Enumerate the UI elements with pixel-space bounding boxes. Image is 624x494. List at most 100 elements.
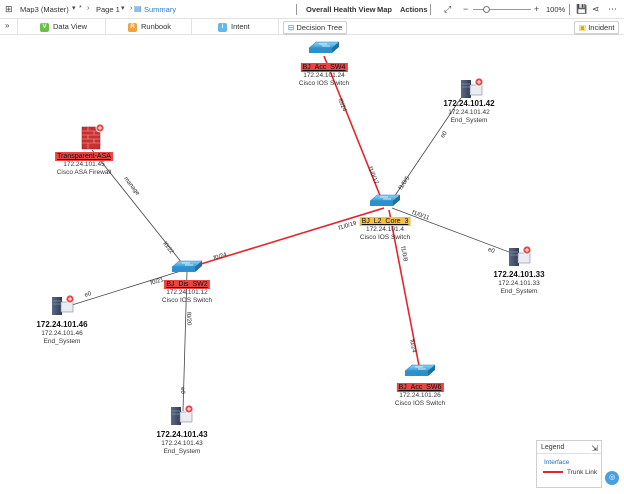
collapse-icon[interactable]: » — [5, 21, 10, 30]
end-system-icon[interactable] — [52, 294, 75, 315]
decision-tree-icon: ⊟ — [288, 23, 295, 32]
device-ip: 172.24.101.43 — [161, 440, 203, 447]
node-bj-dis-sw2[interactable]: BJ_Dis_SW2 172.24.101.12 Cisco IOS Switc… — [162, 280, 212, 305]
tab-label: Intent — [231, 22, 250, 31]
tab-data-view[interactable]: V Data View — [40, 20, 87, 33]
link-core-es33[interactable] — [391, 207, 518, 256]
node-es-43[interactable]: 172.24.101.43 172.24.101.43 End_System — [156, 430, 207, 456]
switch-icon[interactable] — [308, 41, 340, 53]
map-icon[interactable]: ⊞ — [5, 4, 13, 14]
node-es-42[interactable]: 172.24.101.42 172.24.101.42 End_System — [443, 99, 494, 125]
incident-label: Incident — [588, 23, 615, 32]
top-toolbar: ⊞ Map3 (Master) ▾ * › Page 1 ▾ › ▤ Summa… — [0, 0, 624, 19]
chevron-down-icon[interactable]: ▾ — [121, 5, 125, 12]
zoom-slider-track[interactable] — [473, 9, 531, 10]
map-menu[interactable]: Map — [377, 5, 392, 14]
link-dis-es43[interactable] — [182, 271, 188, 412]
device-type: Cisco IOS Switch — [298, 80, 350, 87]
link-es42-core[interactable] — [389, 97, 462, 204]
node-bj-acc-sw6[interactable]: BJ_Acc_SW6 172.24.101.26 Cisco IOS Switc… — [395, 383, 445, 408]
device-name[interactable]: 172.24.101.33 — [493, 270, 545, 279]
share-icon[interactable]: ⋖ — [592, 4, 600, 14]
device-type: End_System — [163, 448, 201, 455]
decision-tree-label: Decision Tree — [296, 23, 343, 32]
device-name[interactable]: 172.24.101.46 — [36, 320, 88, 329]
device-name[interactable]: BJ_Acc_SW6 — [396, 383, 444, 392]
tab-runbook[interactable]: R Runbook — [128, 20, 171, 33]
device-ip: 172.24.101.46 — [41, 330, 83, 337]
zoom-out-icon[interactable]: − — [463, 4, 469, 14]
actions-menu[interactable]: Actions — [400, 5, 428, 14]
switch-icon[interactable] — [369, 194, 401, 206]
tab-label: Data View — [53, 22, 88, 31]
node-transparent-asa[interactable]: Transparent-ASA 172.24.101.45 Cisco ASA … — [55, 152, 113, 177]
device-name[interactable]: BJ_L2_Core_3 — [359, 217, 411, 226]
device-type: End_System — [43, 338, 81, 345]
fit-view-icon[interactable]: ⤢ — [444, 4, 452, 14]
tab-label: Runbook — [141, 22, 172, 31]
device-type: Cisco ASA Firewall — [56, 169, 112, 176]
link-core-acc6[interactable] — [388, 209, 421, 372]
page-selector[interactable]: Page 1 — [96, 5, 120, 14]
node-es-46[interactable]: 172.24.101.46 172.24.101.46 End_System — [36, 320, 87, 346]
legend-section: Interface — [544, 459, 570, 466]
firewall-icon[interactable] — [81, 123, 105, 150]
more-icon[interactable]: ⋯ — [608, 4, 617, 14]
tab-divider — [105, 19, 106, 35]
zoom-level: 100% — [546, 5, 566, 14]
link-acc4-core[interactable] — [323, 55, 384, 204]
device-ip: 172.24.101.12 — [166, 289, 208, 296]
legend-collapse-icon[interactable]: ⇲ — [591, 444, 598, 453]
switch-icon[interactable] — [404, 364, 436, 376]
toolbar-divider — [296, 4, 297, 15]
end-system-icon[interactable] — [509, 245, 532, 266]
toolbar-divider — [430, 4, 431, 15]
zoom-slider-handle[interactable] — [483, 6, 490, 13]
device-ip: 172.24.101.26 — [399, 392, 441, 399]
chevron-right-icon: › — [87, 5, 90, 12]
summary-link[interactable]: Summary — [144, 5, 177, 14]
legend-header: Legend ⇲ — [537, 441, 601, 454]
device-ip: 172.24.101.45 — [63, 161, 105, 168]
legend-trunk-label: Trunk Link — [567, 469, 598, 476]
device-name[interactable]: Transparent-ASA — [55, 152, 113, 161]
incident-button[interactable]: ▣ Incident — [574, 21, 620, 34]
device-name[interactable]: 172.24.101.42 — [443, 99, 495, 108]
node-bj-l2-core-3[interactable]: BJ_L2_Core_3 172.24.101.4 Cisco IOS Swit… — [359, 217, 411, 242]
end-system-icon[interactable] — [171, 404, 194, 425]
node-es-33[interactable]: 172.24.101.33 172.24.101.33 End_System — [493, 270, 544, 296]
summary-icon[interactable]: ▤ — [134, 4, 142, 13]
interface-label: e0 — [179, 387, 186, 394]
incident-icon: ▣ — [579, 23, 587, 32]
device-name[interactable]: BJ_Dis_SW2 — [164, 280, 210, 289]
data-view-icon: V — [40, 22, 49, 32]
tab-divider — [191, 19, 192, 35]
chevron-down-icon[interactable]: ▾ — [72, 5, 76, 12]
link-core-dis[interactable] — [187, 207, 385, 269]
device-type: End_System — [500, 288, 538, 295]
assistant-icon[interactable]: ◎ — [605, 471, 619, 485]
save-icon[interactable]: 💾 — [576, 4, 588, 14]
toolbar-divider — [569, 4, 570, 15]
device-name[interactable]: BJ_Acc_SW4 — [300, 63, 348, 72]
decision-tree-button[interactable]: ⊟ Decision Tree — [283, 21, 348, 34]
overall-health-view-menu[interactable]: Overall Health View — [306, 5, 376, 14]
node-bj-acc-sw4[interactable]: BJ_Acc_SW4 172.24.101.24 Cisco IOS Switc… — [299, 63, 349, 88]
link-dis-es46[interactable] — [71, 269, 185, 306]
device-type: Cisco IOS Switch — [359, 234, 411, 241]
end-system-icon[interactable] — [461, 77, 484, 98]
zoom-in-icon[interactable]: + — [534, 4, 540, 14]
device-name[interactable]: 172.24.101.43 — [156, 430, 208, 439]
unsaved-marker-icon: * — [79, 5, 82, 12]
link-asa-dis[interactable] — [91, 149, 187, 269]
device-ip: 172.24.101.4 — [366, 226, 404, 233]
interface-label: f0/20 — [185, 312, 192, 326]
map-name[interactable]: Map3 (Master) — [20, 5, 69, 14]
device-type: End_System — [450, 117, 488, 124]
runbook-icon: R — [128, 22, 137, 32]
device-ip: 172.24.101.24 — [303, 72, 345, 79]
device-type: Cisco IOS Switch — [161, 297, 213, 304]
switch-icon[interactable] — [171, 260, 203, 272]
